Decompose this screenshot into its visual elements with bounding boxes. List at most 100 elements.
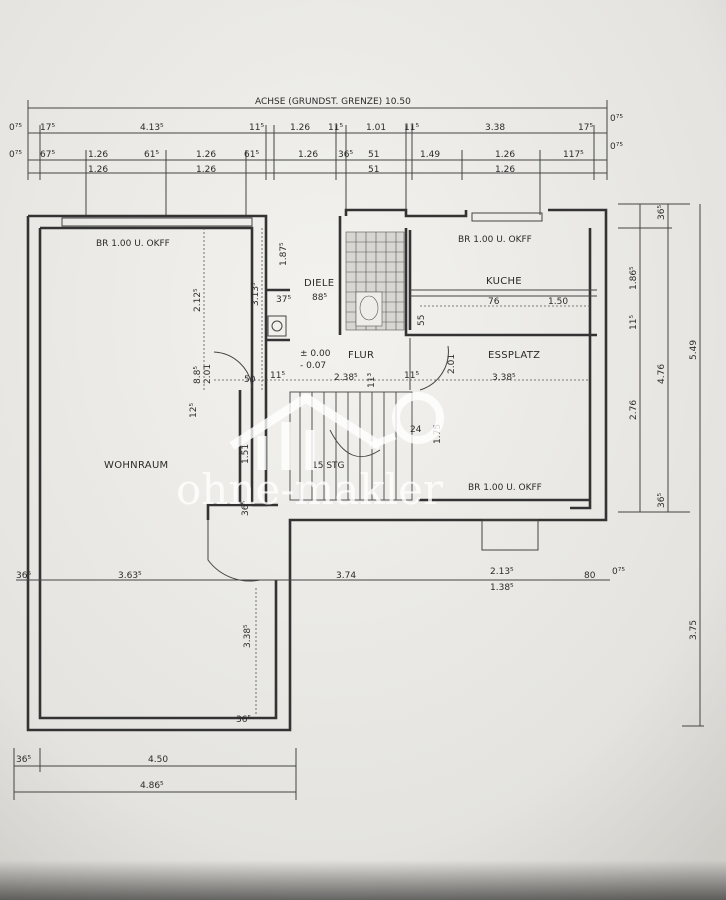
svg-text:61⁵: 61⁵ [244, 150, 259, 160]
svg-text:11⁵: 11⁵ [249, 123, 264, 133]
svg-text:17⁵: 17⁵ [578, 123, 593, 133]
svg-text:1.50: 1.50 [548, 297, 568, 307]
svg-text:1.26: 1.26 [88, 150, 108, 160]
stair-count-label: 15 STG [312, 461, 345, 471]
svg-text:2.12⁵: 2.12⁵ [193, 288, 203, 312]
sink-unit [267, 315, 287, 337]
top-dimension-lines [27, 100, 608, 215]
svg-text:4.13⁵: 4.13⁵ [140, 123, 164, 133]
room-label-kueche: KUCHE [486, 276, 522, 287]
svg-text:1.26: 1.26 [495, 165, 515, 175]
svg-text:24: 24 [410, 425, 422, 435]
svg-text:67⁵: 67⁵ [40, 150, 55, 160]
svg-text:2.01: 2.01 [447, 354, 457, 374]
svg-text:1.51: 1.51 [241, 444, 251, 464]
watermark-logo [229, 392, 444, 470]
walls [26, 208, 608, 732]
svg-text:0⁷⁵: 0⁷⁵ [612, 567, 625, 577]
svg-text:80: 80 [584, 571, 596, 581]
dims-top-row2: 0⁷⁵ 67⁵ 1.26 61⁵ 1.26 61⁵ 1.26 36⁵ 51 1.… [9, 142, 623, 175]
svg-text:36⁵: 36⁵ [16, 571, 31, 581]
svg-text:8.8⁵: 8.8⁵ [193, 366, 203, 384]
svg-text:36⁵: 36⁵ [16, 755, 31, 765]
svg-text:1.26: 1.26 [495, 150, 515, 160]
kitchen-counter [410, 289, 597, 297]
svg-text:4.86⁵: 4.86⁵ [140, 781, 164, 791]
svg-text:11⁵: 11⁵ [328, 123, 343, 133]
svg-text:36⁵: 36⁵ [241, 501, 251, 516]
svg-text:1.01: 1.01 [366, 123, 386, 133]
window-label-kueche: BR 1.00 U. OKFF [458, 235, 532, 245]
svg-text:3.13⁵: 3.13⁵ [251, 282, 261, 306]
window-label-essplatz: BR 1.00 U. OKFF [468, 483, 542, 493]
svg-text:11⁵: 11⁵ [629, 315, 639, 330]
svg-text:3.38⁵: 3.38⁵ [492, 373, 516, 383]
room-label-wohnraum: WOHNRAUM [104, 460, 169, 471]
svg-text:37⁵: 37⁵ [276, 295, 291, 305]
svg-text:3.38⁵: 3.38⁵ [243, 624, 253, 648]
room-label-flur: FLUR [348, 350, 374, 361]
svg-text:55: 55 [417, 315, 427, 326]
svg-text:4.76: 4.76 [657, 364, 667, 384]
svg-text:4.50: 4.50 [148, 755, 168, 765]
svg-text:3.38: 3.38 [485, 123, 505, 133]
svg-text:36⁵: 36⁵ [338, 150, 353, 160]
bath-tiles [345, 231, 405, 331]
svg-text:117⁵: 117⁵ [563, 150, 584, 160]
svg-text:0⁷⁵: 0⁷⁵ [610, 142, 623, 152]
svg-text:61⁵: 61⁵ [144, 150, 159, 160]
svg-text:36⁵: 36⁵ [236, 715, 251, 725]
level-mark-1: - 0.07 [300, 361, 326, 371]
svg-text:1.26: 1.26 [196, 150, 216, 160]
svg-text:0⁷⁵: 0⁷⁵ [9, 123, 22, 133]
dims-right: 36⁵ 1.86⁵ 11⁵ 4.76 5.49 2.76 36⁵ 3.75 [618, 203, 704, 727]
svg-text:1.49: 1.49 [420, 150, 440, 160]
svg-text:3.74: 3.74 [336, 571, 356, 581]
svg-text:1.38⁵: 1.38⁵ [490, 583, 514, 593]
svg-text:3.63⁵: 3.63⁵ [118, 571, 142, 581]
dims-top-row1: 0⁷⁵ 17⁵ 4.13⁵ 11⁵ 1.26 11⁵ 1.01 11⁵ 3.38… [9, 114, 623, 133]
svg-text:1.26: 1.26 [88, 165, 108, 175]
svg-text:11³: 11³ [367, 373, 377, 388]
terrace-outline [481, 519, 539, 551]
svg-text:36⁵: 36⁵ [657, 493, 667, 508]
dims-bottom: 36⁵ 4.50 4.86⁵ [13, 748, 297, 800]
dims-middle-row: 36⁵ 3.63⁵ 3.74 2.13⁵ 1.38⁵ 80 0⁷⁵ [16, 567, 625, 593]
svg-text:3.75: 3.75 [689, 620, 699, 640]
svg-text:2.38⁵: 2.38⁵ [334, 373, 358, 383]
svg-text:2.76: 2.76 [629, 400, 639, 420]
inner-dimensions: 2.12⁵ 3.13⁵ 1.87⁵ 37⁵ 88⁵ 8.8⁵ 2.01 50 1… [189, 228, 590, 516]
svg-text:11⁵: 11⁵ [404, 371, 419, 381]
level-mark-0: ± 0.00 [300, 349, 331, 359]
svg-text:11⁵: 11⁵ [404, 123, 419, 133]
svg-text:17⁵: 17⁵ [40, 123, 55, 133]
dims-left-lower: 3.38⁵ 36⁵ [236, 588, 257, 725]
svg-text:2.01: 2.01 [203, 364, 213, 384]
door-swings [207, 338, 449, 582]
window-label-wohnraum: BR 1.00 U. OKFF [96, 239, 170, 249]
svg-text:1.26: 1.26 [290, 123, 310, 133]
svg-text:1.86⁵: 1.86⁵ [629, 266, 639, 290]
svg-text:50: 50 [244, 375, 256, 385]
svg-text:36⁵: 36⁵ [657, 205, 667, 220]
room-label-diele: DIELE [304, 278, 334, 289]
room-label-essplatz: ESSPLATZ [488, 350, 540, 361]
svg-text:76: 76 [488, 297, 500, 307]
svg-text:1.87⁵: 1.87⁵ [279, 242, 289, 266]
svg-text:12⁵: 12⁵ [189, 403, 199, 418]
svg-text:88⁵: 88⁵ [312, 293, 327, 303]
axis-label: ACHSE (GRUNDST. GRENZE) 10.50 [255, 97, 411, 107]
svg-text:0⁷⁵: 0⁷⁵ [9, 150, 22, 160]
sink-icon [271, 320, 283, 332]
svg-text:1.26: 1.26 [196, 165, 216, 175]
svg-text:0⁷⁵: 0⁷⁵ [610, 114, 623, 124]
svg-text:2.13⁵: 2.13⁵ [490, 567, 514, 577]
svg-text:11⁵: 11⁵ [270, 371, 285, 381]
watermark-text: ohne-makler [176, 465, 444, 514]
svg-text:51: 51 [368, 165, 379, 175]
photo-shadow [0, 860, 726, 900]
svg-text:1.26: 1.26 [298, 150, 318, 160]
svg-text:5.49: 5.49 [689, 340, 699, 360]
